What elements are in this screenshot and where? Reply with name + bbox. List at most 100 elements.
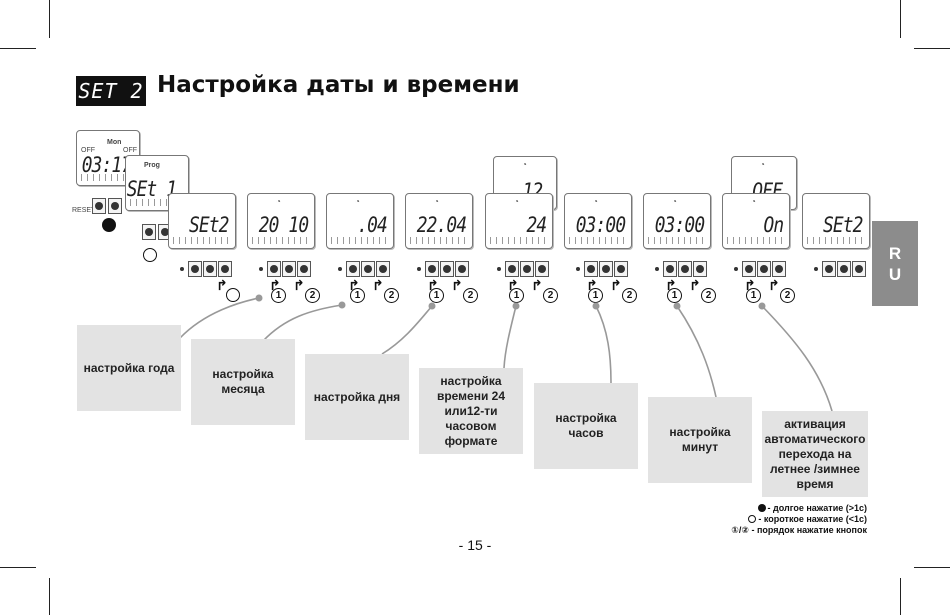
step-number-2: 2 (305, 288, 320, 303)
label-year: настройка года (77, 325, 181, 411)
connector-line (761, 305, 833, 412)
lcd-display: ◔03:00 (643, 193, 711, 249)
button[interactable] (535, 261, 549, 277)
press-arrow-icon: ↱ (216, 277, 228, 293)
crop-mark (0, 567, 36, 568)
button[interactable] (505, 261, 519, 277)
step-number-2: 2 (543, 288, 558, 303)
press-arrow-icon: ↱ (451, 277, 463, 293)
connector-line (676, 305, 717, 398)
connector-line (595, 305, 612, 384)
button-cluster (92, 196, 142, 216)
button[interactable] (267, 261, 281, 277)
button[interactable] (757, 261, 771, 277)
button[interactable] (772, 261, 786, 277)
button[interactable] (218, 261, 232, 277)
label-month: настройка месяца (191, 339, 295, 425)
lcd-display: SEt2 (802, 193, 870, 249)
lcd-ticks (252, 237, 310, 244)
button[interactable] (425, 261, 439, 277)
button-cluster (576, 259, 634, 279)
button[interactable] (108, 198, 122, 214)
lcd-display: SEt2 (168, 193, 236, 249)
short-press-marker (226, 288, 240, 302)
button[interactable] (520, 261, 534, 277)
lcd-ticks (173, 237, 231, 244)
lcd-display: ◔.04 (326, 193, 394, 249)
day-label: Mon (107, 139, 122, 146)
connector-line (381, 305, 433, 355)
time-digits: 03:17 (81, 153, 132, 177)
step-number-2: 2 (780, 288, 795, 303)
button[interactable] (678, 261, 692, 277)
connector-dot (255, 294, 263, 302)
lcd-display: ◔22.04 (405, 193, 473, 249)
button[interactable] (614, 261, 628, 277)
lcd-ticks (648, 237, 706, 244)
crop-mark (49, 0, 50, 38)
crop-mark (900, 578, 901, 615)
button[interactable] (837, 261, 851, 277)
button[interactable] (440, 261, 454, 277)
prog-label: Prog (144, 162, 160, 169)
button[interactable] (663, 261, 677, 277)
connector-dot (428, 302, 436, 310)
button-cluster (734, 259, 792, 279)
set-badge: SET 2 (76, 76, 146, 106)
press-arrow-icon: ↱ (586, 277, 598, 293)
button[interactable] (92, 198, 106, 214)
button[interactable] (188, 261, 202, 277)
button[interactable] (376, 261, 390, 277)
display-digits: 20 10 (258, 213, 309, 237)
button-cluster (497, 259, 555, 279)
indicator-dot (814, 267, 818, 271)
button[interactable] (455, 261, 469, 277)
step-number-2: 2 (701, 288, 716, 303)
button[interactable] (142, 224, 156, 240)
connector-line (179, 297, 260, 339)
connector-dot (592, 302, 600, 310)
button[interactable] (203, 261, 217, 277)
button[interactable] (599, 261, 613, 277)
indicator-dot (338, 267, 342, 271)
label-minutes: настройка минут (648, 397, 752, 483)
button[interactable] (297, 261, 311, 277)
button-cluster (259, 259, 317, 279)
language-tab-letter: R (888, 243, 902, 263)
crop-mark (914, 48, 950, 49)
display-digits: SEt2 (189, 213, 229, 237)
step-number-1: 1 (588, 288, 603, 303)
press-arrow-icon: ↱ (372, 277, 384, 293)
filled-circle-icon (757, 504, 766, 512)
button[interactable] (693, 261, 707, 277)
button[interactable] (822, 261, 836, 277)
indicator-dot (259, 267, 263, 271)
connector-line (262, 304, 343, 342)
connector-dot (673, 302, 681, 310)
button[interactable] (742, 261, 756, 277)
button[interactable] (852, 261, 866, 277)
connector-dot (338, 301, 346, 309)
hollow-circle-icon (748, 515, 757, 523)
button[interactable] (282, 261, 296, 277)
button[interactable] (361, 261, 375, 277)
press-arrow-icon: ↱ (427, 277, 439, 293)
lcd-display: ◔24 (485, 193, 553, 249)
display-digits: 03:00 (654, 213, 705, 237)
display-digits: On (763, 213, 784, 237)
connector-line (503, 305, 517, 369)
clock-icon: ◔ (434, 197, 439, 206)
connector-dot (512, 302, 520, 310)
long-press-marker (102, 218, 116, 232)
clock-icon: ◔ (522, 160, 527, 169)
lcd-ticks (727, 237, 785, 244)
button[interactable] (584, 261, 598, 277)
indicator-dot (734, 267, 738, 271)
button[interactable] (346, 261, 360, 277)
display-digits: 24 (526, 213, 547, 237)
step-number-1: 1 (271, 288, 286, 303)
lcd-display: ◔On (722, 193, 790, 249)
indicator-dot (180, 267, 184, 271)
off-left-label: OFF (81, 147, 95, 154)
step-number-2: 2 (463, 288, 478, 303)
